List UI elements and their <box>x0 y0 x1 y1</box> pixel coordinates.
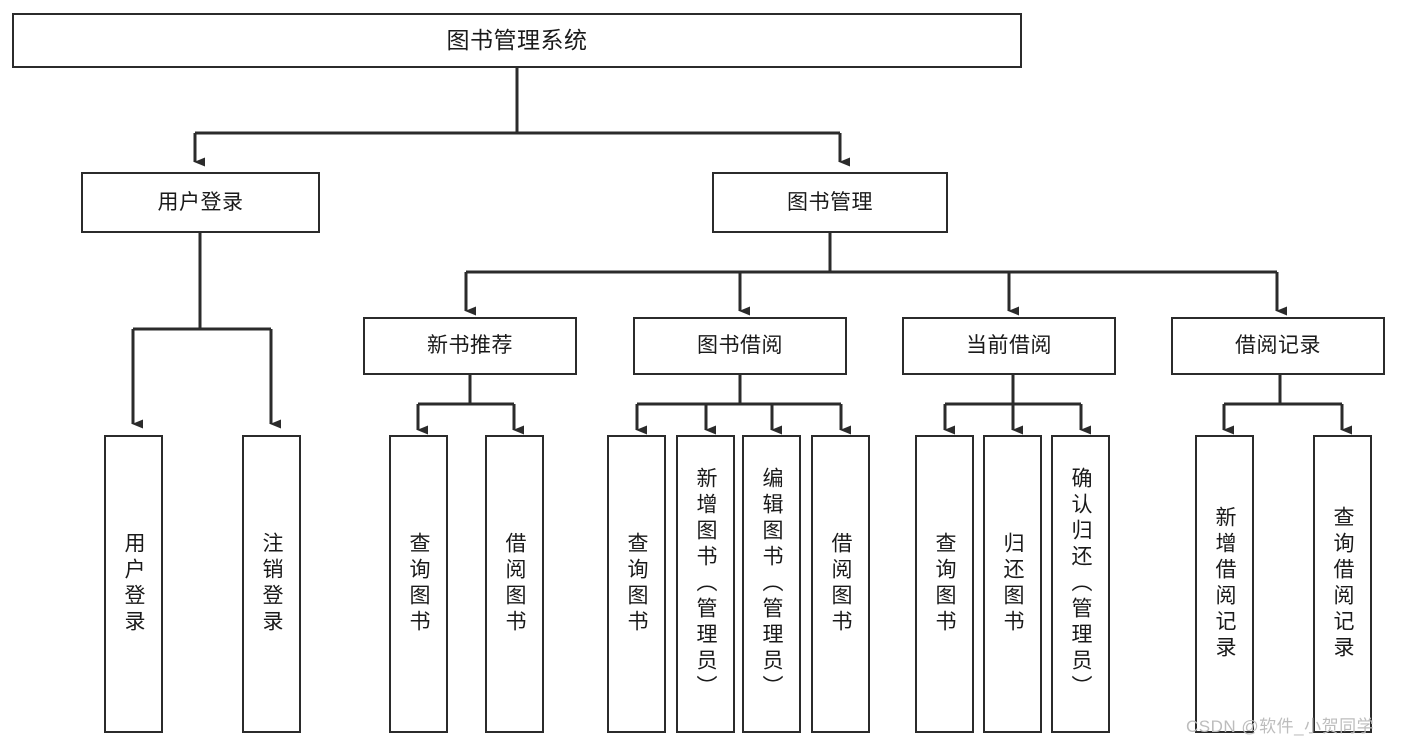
node-leaf-return-book[interactable]: 归还图书 <box>983 435 1042 733</box>
leaf-label: 新增借阅记录 <box>1213 506 1236 662</box>
node-leaf-borrow-book-recommend[interactable]: 借阅图书 <box>485 435 544 733</box>
node-leaf-query-record[interactable]: 查询借阅记录 <box>1313 435 1372 733</box>
leaf-label: 查询借阅记录 <box>1331 506 1354 662</box>
node-new-book-recommend[interactable]: 新书推荐 <box>363 317 577 375</box>
leaf-label: 注销登录 <box>260 532 283 636</box>
node-leaf-logout-login[interactable]: 注销登录 <box>242 435 301 733</box>
node-leaf-borrow-book[interactable]: 借阅图书 <box>811 435 870 733</box>
node-book-manage[interactable]: 图书管理 <box>712 172 948 233</box>
node-current-borrow[interactable]: 当前借阅 <box>902 317 1116 375</box>
node-leaf-query-book-current[interactable]: 查询图书 <box>915 435 974 733</box>
node-leaf-query-book-borrow[interactable]: 查询图书 <box>607 435 666 733</box>
node-leaf-add-book[interactable]: 新增图书（管理员） <box>676 435 735 733</box>
node-leaf-add-record[interactable]: 新增借阅记录 <box>1195 435 1254 733</box>
leaf-label: 确认归还（管理员） <box>1069 467 1092 701</box>
node-leaf-user-login[interactable]: 用户登录 <box>104 435 163 733</box>
leaf-label: 新增图书（管理员） <box>694 467 717 701</box>
leaf-label: 借阅图书 <box>503 532 526 636</box>
leaf-label: 用户登录 <box>122 532 145 636</box>
node-user-login[interactable]: 用户登录 <box>81 172 320 233</box>
node-root-system[interactable]: 图书管理系统 <box>12 13 1022 68</box>
leaf-label: 查询图书 <box>625 532 648 636</box>
leaf-label: 查询图书 <box>933 532 956 636</box>
node-book-borrow[interactable]: 图书借阅 <box>633 317 847 375</box>
leaf-label: 编辑图书（管理员） <box>760 467 783 701</box>
node-leaf-confirm-return[interactable]: 确认归还（管理员） <box>1051 435 1110 733</box>
node-leaf-query-book-recommend[interactable]: 查询图书 <box>389 435 448 733</box>
node-borrow-record[interactable]: 借阅记录 <box>1171 317 1385 375</box>
leaf-label: 归还图书 <box>1001 532 1024 636</box>
node-leaf-edit-book[interactable]: 编辑图书（管理员） <box>742 435 801 733</box>
csdn-watermark: CSDN @软件_小贺同学 <box>1186 717 1375 736</box>
leaf-label: 借阅图书 <box>829 532 852 636</box>
leaf-label: 查询图书 <box>407 532 430 636</box>
